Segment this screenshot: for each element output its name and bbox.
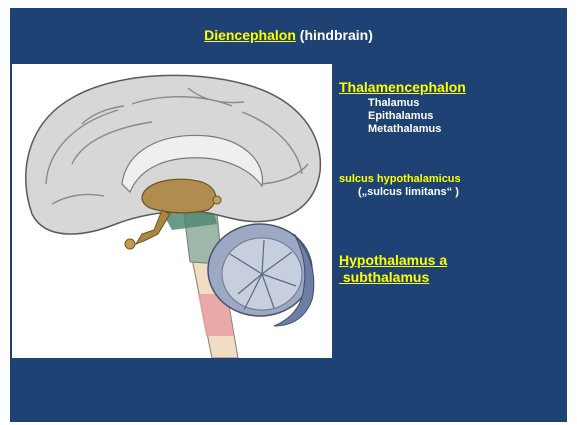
thalamencephalon-list: Thalamus Epithalamus Metathalamus bbox=[368, 97, 441, 136]
sulcus-note: („sulcus limitans“ ) bbox=[339, 186, 461, 199]
list-item-metathalamus: Metathalamus bbox=[368, 123, 441, 136]
slide: Diencephalon (hindbrain) Thalame bbox=[10, 8, 567, 422]
hypothalamus-block: Hypothalamus a subthalamus bbox=[339, 252, 447, 286]
thalamencephalon-title: Thalamencephalon bbox=[339, 79, 466, 96]
sulcus-block: sulcus hypothalamicus („sulcus limitans“… bbox=[339, 173, 461, 199]
slide-title: Diencephalon (hindbrain) bbox=[10, 27, 567, 43]
hypothalamus-line2: subthalamus bbox=[339, 269, 447, 286]
hypothalamus-line1: Hypothalamus a bbox=[339, 252, 447, 269]
title-highlight: Diencephalon bbox=[204, 27, 296, 43]
sulcus-heading: sulcus hypothalamicus bbox=[339, 173, 461, 186]
title-rest: (hindbrain) bbox=[296, 27, 373, 43]
brain-illustration bbox=[12, 64, 332, 358]
list-item-thalamus: Thalamus bbox=[368, 97, 441, 110]
thalamencephalon-heading: Thalamencephalon bbox=[339, 79, 466, 96]
list-item-epithalamus: Epithalamus bbox=[368, 110, 441, 123]
brain-sagittal-section-icon bbox=[12, 64, 332, 358]
